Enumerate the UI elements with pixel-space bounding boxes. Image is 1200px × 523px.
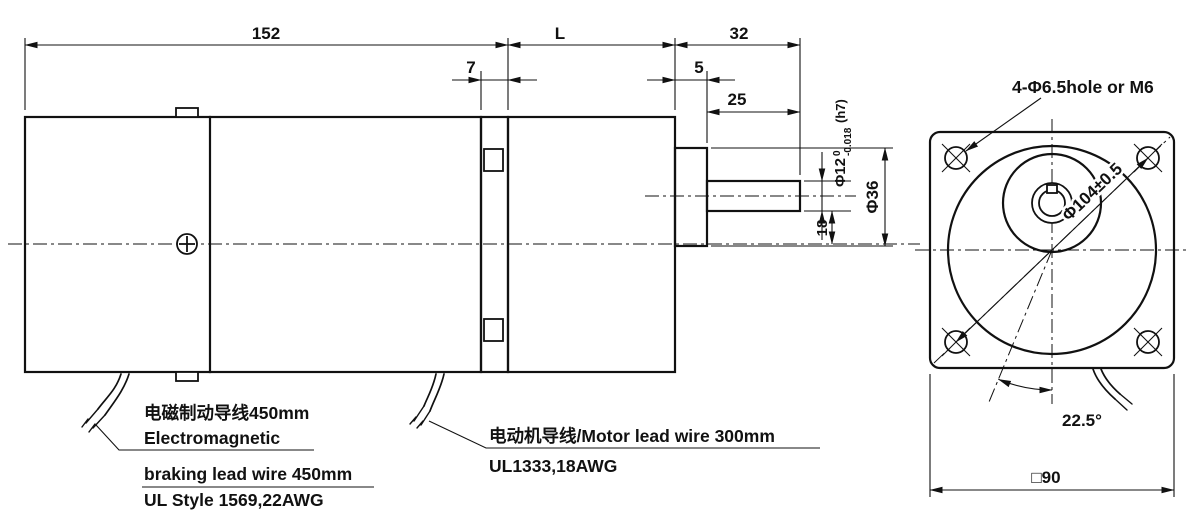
side-view: 152 L 32 7 5 25 Φ12 0 -0.018 (h7) 18 Φ36… bbox=[8, 24, 920, 510]
dim-flange-size: □90 bbox=[1031, 468, 1060, 487]
extension-lines bbox=[24, 38, 893, 247]
bolt-circle-dim-line bbox=[955, 157, 1149, 343]
screw-head-icon bbox=[176, 233, 198, 255]
front-lead-wire bbox=[1092, 368, 1133, 411]
shaft-diameter-value: Φ12 bbox=[832, 158, 849, 187]
shaft-boss bbox=[673, 146, 709, 248]
dim-shaft-diameter: Φ12 0 -0.018 (h7) bbox=[832, 99, 854, 187]
shaft-tol-upper: 0 bbox=[832, 150, 843, 156]
front-view: Φ104±0.5 22.5° □90 4-Φ6.5hole or M6 bbox=[915, 77, 1190, 497]
case-circle bbox=[946, 144, 1158, 356]
dim-18: 18 bbox=[814, 220, 831, 237]
mounting-hole-top-left bbox=[941, 143, 971, 173]
shaft-tol-lower: -0.018 bbox=[843, 127, 854, 156]
angle-arc bbox=[997, 378, 1053, 394]
dim-boss-diameter: Φ36 bbox=[863, 181, 882, 214]
flange-outline bbox=[928, 130, 1176, 370]
shaft-fit: (h7) bbox=[833, 99, 848, 123]
brake-wire-label-cn: 电磁制动导线450mm bbox=[144, 403, 309, 423]
dimension-lines bbox=[24, 41, 889, 247]
holes-leader bbox=[965, 97, 1042, 152]
brake-wire-spec: UL Style 1569,22AWG bbox=[144, 490, 324, 510]
flange-tab-top bbox=[483, 148, 504, 172]
holes-callout: 4-Φ6.5hole or M6 bbox=[1012, 77, 1154, 97]
dim-angle: 22.5° bbox=[1062, 411, 1102, 430]
brake-wire-label-en1: Electromagnetic bbox=[144, 428, 280, 448]
motor-wire-spec: UL1333,18AWG bbox=[489, 456, 617, 476]
dim-5: 5 bbox=[694, 58, 703, 77]
dim-32: 32 bbox=[730, 24, 749, 43]
brake-wire-leader bbox=[95, 424, 314, 451]
flange-tab-bottom bbox=[483, 318, 504, 342]
motor-wire-label-text: 电动机导线/Motor lead wire 300mm bbox=[489, 426, 775, 446]
dim-152: 152 bbox=[252, 24, 280, 43]
shaft-keyway bbox=[1046, 184, 1058, 194]
brake-lead-wire bbox=[81, 373, 130, 433]
dim-L: L bbox=[555, 24, 565, 43]
motor-wire-leader bbox=[428, 420, 820, 449]
top-boss bbox=[175, 107, 199, 118]
motor-lead-wire bbox=[409, 373, 445, 429]
output-shaft bbox=[705, 179, 802, 213]
dim-25: 25 bbox=[728, 90, 747, 109]
mounting-hole-bottom-right bbox=[1133, 327, 1163, 357]
svg-text:Φ36: Φ36 bbox=[863, 181, 882, 214]
brake-wire-label-en2: braking lead wire 450mm bbox=[144, 464, 352, 484]
brake-wire-label: 电磁制动导线450mm Electromagnetic braking lead… bbox=[95, 403, 374, 510]
dim-7: 7 bbox=[466, 58, 475, 77]
motor-wire-label: 电动机导线/Motor lead wire 300mm UL1333,18AWG bbox=[428, 420, 820, 476]
bottom-boss bbox=[175, 371, 199, 382]
svg-text:18: 18 bbox=[814, 220, 831, 237]
